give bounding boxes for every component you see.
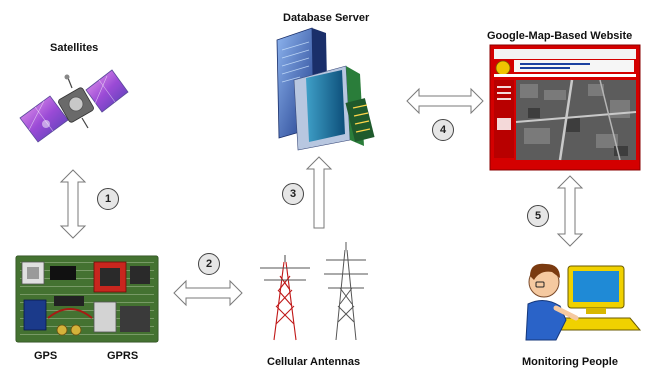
website-screenshot-icon [489, 44, 641, 171]
cellular-tower-left-icon [260, 255, 310, 341]
arrow-antennas-server [305, 156, 333, 229]
monitoring-people-label: Monitoring People [522, 356, 618, 368]
website-label: Google-Map-Based Website [487, 30, 633, 42]
step-1-badge: 1 [97, 188, 119, 210]
arrow-satellite-board [59, 169, 87, 239]
satellites-label: Satellites [50, 42, 99, 54]
step-4-badge: 4 [432, 119, 454, 141]
arrow-website-people [556, 175, 584, 247]
cellular-tower-right-icon [324, 242, 368, 341]
gprs-label: GPRS [107, 350, 139, 362]
arrow-server-website [406, 87, 484, 115]
arrow-board-antennas [173, 279, 243, 307]
step-2-badge: 2 [198, 253, 220, 275]
database-server-icon [276, 27, 375, 151]
step-5-badge: 5 [527, 205, 549, 227]
circuit-board-icon [15, 255, 159, 343]
monitoring-person-icon [525, 263, 642, 341]
database-server-label: Database Server [283, 12, 370, 24]
gps-label: GPS [34, 350, 58, 362]
satellite-icon [19, 69, 129, 143]
cellular-antennas-label: Cellular Antennas [267, 356, 361, 368]
step-3-badge: 3 [282, 183, 304, 205]
